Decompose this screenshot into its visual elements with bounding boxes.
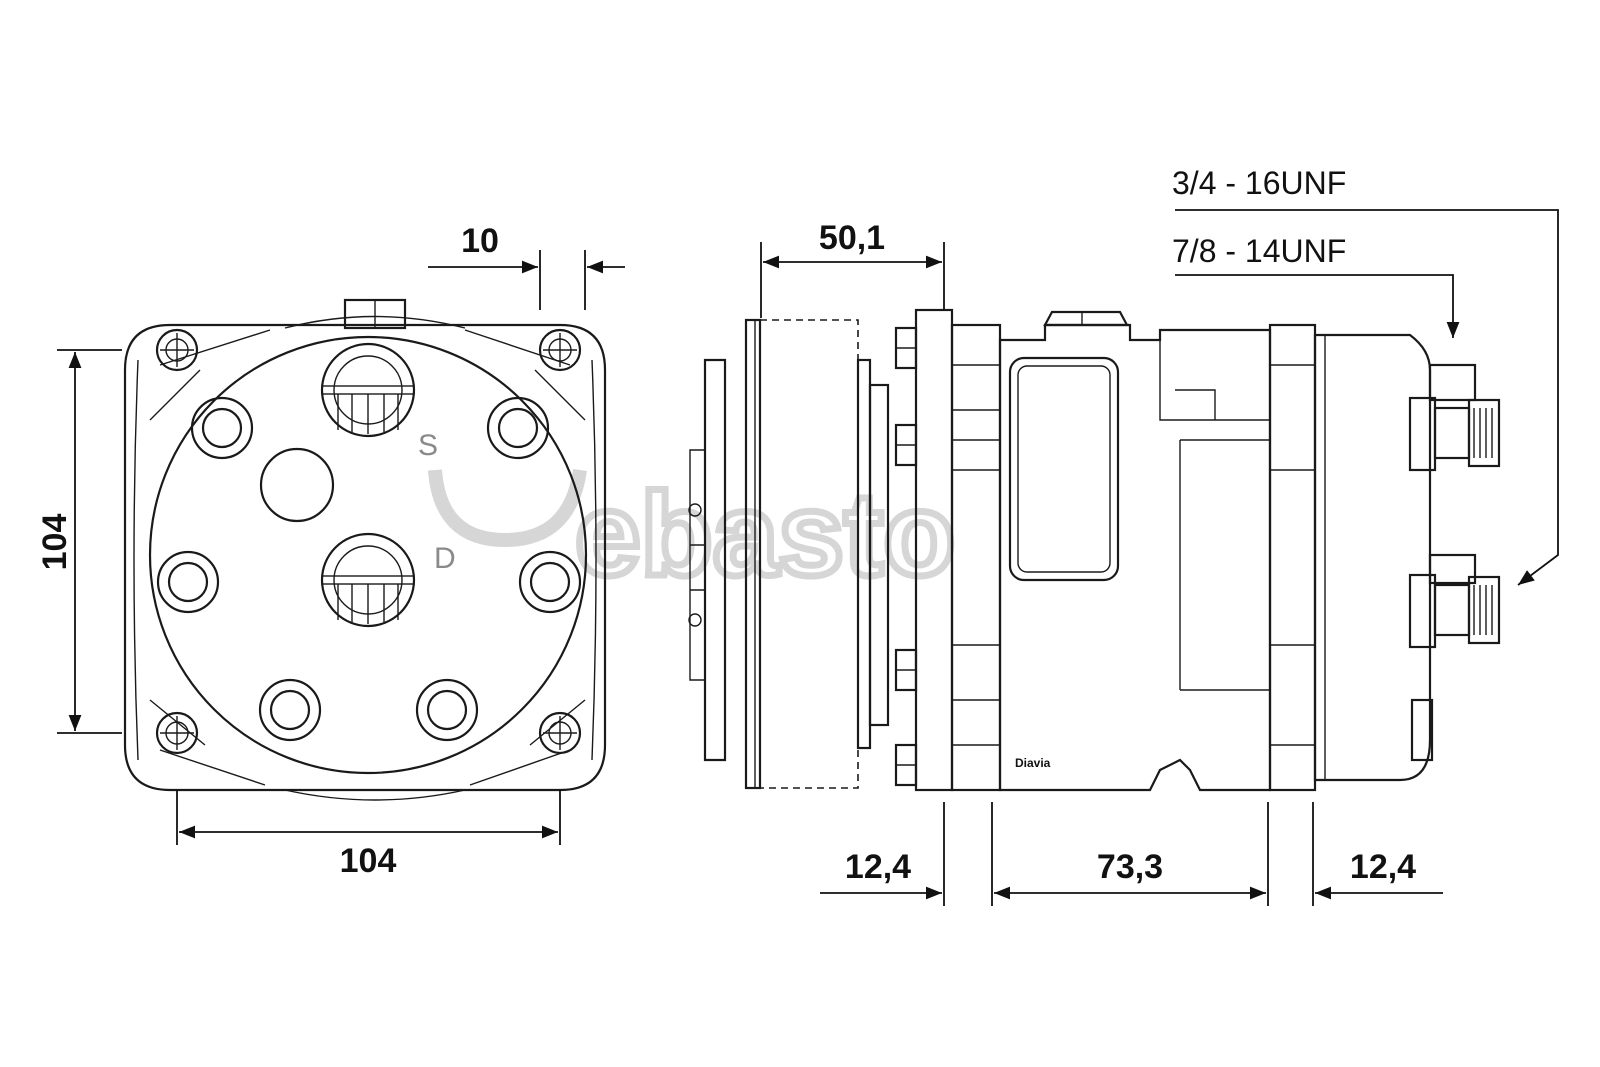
front-cylinder-head bbox=[148, 335, 588, 775]
watermark-text: ebasto bbox=[575, 469, 955, 601]
oil-plug bbox=[1043, 310, 1129, 327]
port-label-discharge: D bbox=[434, 542, 456, 575]
suction-fitting bbox=[320, 342, 416, 438]
leader-suction bbox=[1175, 209, 1559, 586]
side-dimensions: 50,1 12,4 73,3 12,4 3/4 - 16UNF 7/8 - 14… bbox=[760, 165, 1559, 906]
head-bolts bbox=[156, 396, 582, 742]
dim-body-label: 73,3 bbox=[1097, 848, 1163, 886]
leader-discharge bbox=[1175, 274, 1460, 338]
service-fitting-upper bbox=[1408, 363, 1501, 472]
service-fitting-lower bbox=[1408, 553, 1501, 649]
label-plate bbox=[1008, 356, 1120, 582]
port-label-suction: S bbox=[418, 429, 438, 462]
front-dimensions: 104 104 10 bbox=[36, 222, 625, 880]
pulley-outline bbox=[760, 319, 859, 789]
dim-height-label: 104 bbox=[36, 514, 74, 571]
rear-head bbox=[1313, 333, 1432, 782]
rear-flange bbox=[1268, 323, 1317, 792]
rear-relief-valve bbox=[1410, 698, 1434, 762]
watermark: ebasto bbox=[428, 466, 959, 605]
thread-suction-label: 3/4 - 16UNF bbox=[1172, 165, 1346, 201]
dim-flange-front-label: 12,4 bbox=[845, 848, 911, 886]
front-housing-block bbox=[950, 323, 1002, 792]
dim-clutch-label: 50,1 bbox=[819, 219, 885, 257]
side-view: Diavia bbox=[688, 308, 1501, 792]
thread-discharge-label: 7/8 - 14UNF bbox=[1172, 233, 1346, 269]
discharge-fitting bbox=[320, 532, 416, 628]
centre-hole bbox=[259, 447, 335, 523]
dim-width-label: 104 bbox=[340, 842, 397, 880]
dim-ear-label: 10 bbox=[461, 222, 499, 260]
compressor-body bbox=[998, 323, 1272, 792]
clutch-plate bbox=[744, 318, 762, 790]
watermark-logo-icon bbox=[428, 468, 587, 548]
brand-label: Diavia bbox=[1015, 756, 1051, 770]
flange-bolts bbox=[894, 326, 918, 787]
corner-mount-holes bbox=[155, 328, 582, 755]
front-view: S D bbox=[123, 298, 607, 801]
dim-flange-rear-label: 12,4 bbox=[1350, 848, 1416, 886]
